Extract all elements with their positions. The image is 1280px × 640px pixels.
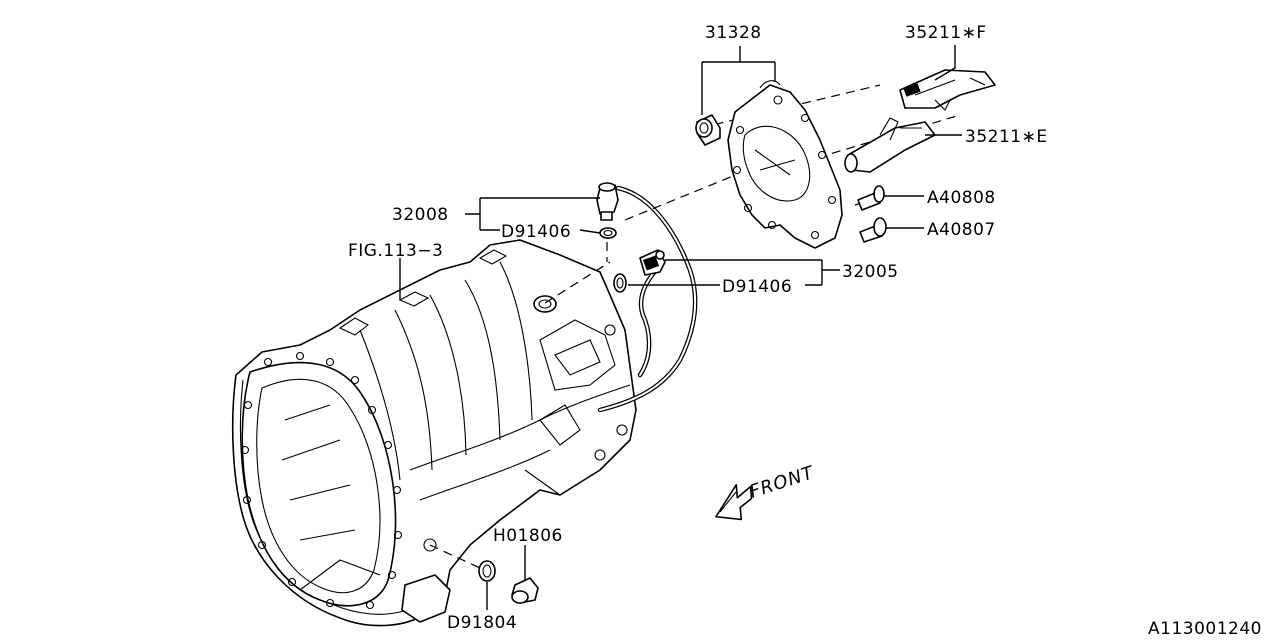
label-a40807: A40807: [927, 220, 996, 240]
label-35211e: 35211∗E: [965, 127, 1048, 147]
label-d91804: D91804: [447, 613, 517, 633]
label-35211f: 35211∗F: [905, 23, 987, 43]
transmission-case: [231, 239, 637, 627]
diagram-id: A113001240: [1148, 619, 1262, 639]
bolt-a40808: [857, 185, 885, 211]
label-h01806: H01806: [493, 526, 563, 546]
shift-rod-35211e: [844, 117, 936, 173]
wire-harness: [597, 185, 698, 413]
bushing-31328: [695, 114, 721, 146]
washer-d91406-mid: [613, 273, 627, 293]
label-d91406-mid: D91406: [722, 277, 792, 297]
leader-lines: [399, 45, 962, 610]
switch-32008: [596, 182, 619, 221]
drain-plug-h01806: [511, 577, 539, 604]
label-a40808: A40808: [927, 188, 996, 208]
rear-cover: [727, 80, 843, 249]
bolt-a40807: [859, 217, 887, 243]
washer-d91804: [478, 560, 496, 582]
washer-d91406-top: [599, 227, 617, 239]
shift-lever-35211f: [899, 69, 996, 111]
label-32005: 32005: [842, 262, 899, 282]
flange-bolt-holes: [240, 351, 403, 610]
label-32008: 32008: [392, 205, 449, 225]
label-d91406-top: D91406: [501, 222, 571, 242]
switch-32005: [639, 249, 666, 276]
front-arrow-icon: [715, 484, 753, 521]
label-31328: 31328: [705, 23, 762, 43]
label-front: FRONT: [747, 462, 818, 503]
label-fig-113-3: FIG.113−3: [348, 241, 443, 261]
